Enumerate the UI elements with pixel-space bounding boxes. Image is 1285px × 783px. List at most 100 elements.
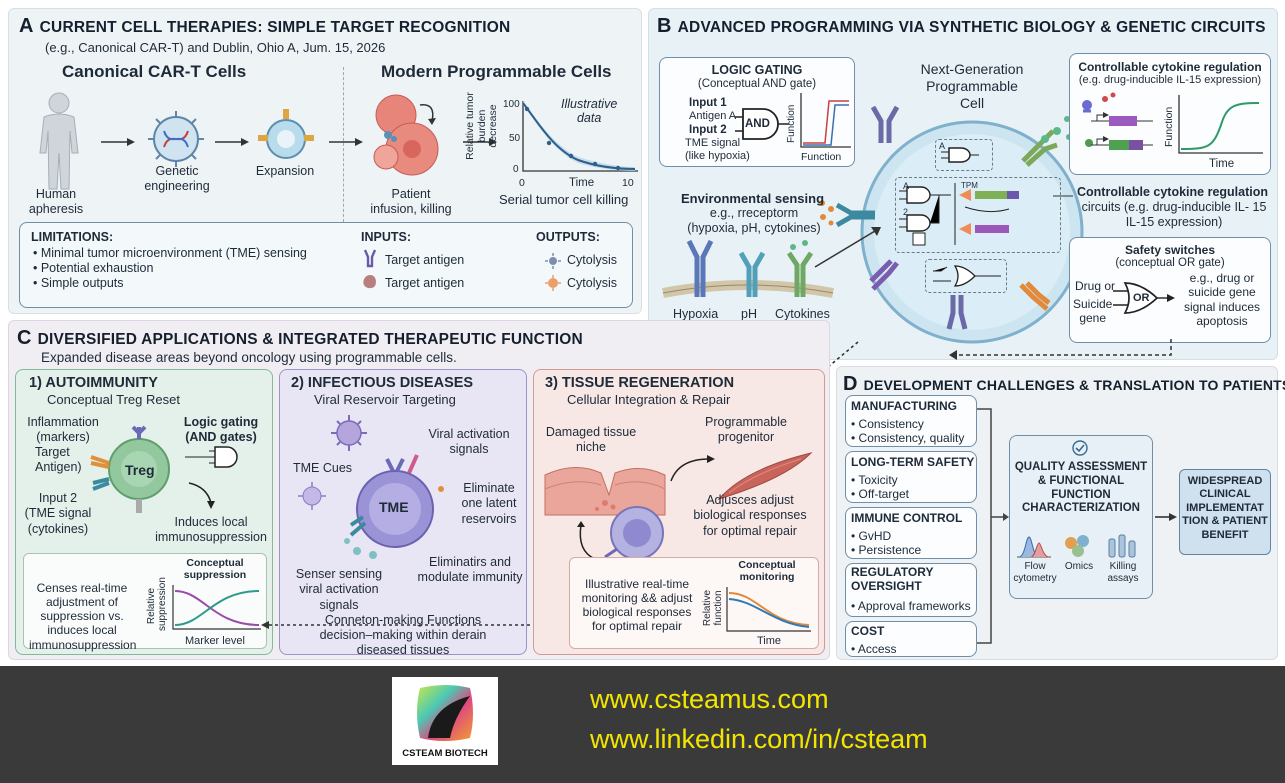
- limitations-box: [19, 222, 633, 308]
- cytolysis-icon-2: [545, 275, 561, 291]
- modern-heading: Modern Programmable Cells: [381, 62, 612, 81]
- logic-chart-xlabel: Function: [801, 151, 842, 163]
- or-gate-icon: [1113, 282, 1175, 314]
- logic-input2-sub: TME signal (like hypoxia): [685, 137, 750, 162]
- logic-subtitle: (Conceptual AND gate): [697, 78, 817, 90]
- auto-gate: Logic gating (AND gates): [183, 415, 259, 445]
- final-text: WIDESPREAD CLINICAL IMPLEMENTAT TION & P…: [1182, 475, 1268, 541]
- receptor-hypoxia: Hypoxia: [673, 307, 719, 321]
- divider: [343, 67, 344, 222]
- tissue-title: 3) TISSUE REGENERATION: [545, 375, 735, 391]
- circuit-diagram: [899, 183, 1019, 246]
- tissue-chart-xlabel: Time: [757, 635, 782, 647]
- killing-assays-icon: [1108, 534, 1136, 558]
- group-safety: [845, 451, 977, 503]
- env-subtitle: e.g., rreceptorm (hypoxia, pH, cytokines…: [687, 206, 821, 236]
- cytokine-box: [1069, 53, 1271, 175]
- step-expansion: Expansion: [255, 164, 315, 178]
- assay-flow: Flow cytometry: [1013, 561, 1057, 584]
- auto-induce-arrow: [188, 482, 215, 509]
- assay-omics: Omics: [1064, 561, 1094, 572]
- cell-or-box: [925, 259, 1007, 293]
- flow-cytometry-icon: [1017, 536, 1051, 558]
- tissue-inner-box: [569, 557, 819, 649]
- bracket-connector: [977, 408, 1009, 644]
- receptor-icon: [363, 249, 377, 268]
- tumor-burden-chart: [522, 101, 638, 172]
- canonical-heading: Canonical CAR-T Cells: [62, 62, 247, 81]
- cyto-subtitle: (e.g. drug-inducible IL-15 expression): [1078, 74, 1262, 86]
- car-t-cell-icon: [258, 109, 314, 159]
- auto-target: Target Antigen): [35, 445, 82, 475]
- arrow-1: [101, 138, 135, 146]
- safety-box: [1069, 237, 1271, 343]
- feedback-arrow: [949, 339, 1172, 360]
- step-apheresis: Human apheresis: [28, 187, 84, 217]
- safety-subtitle: (conceptual OR gate): [1115, 257, 1225, 269]
- treg-label: Treg: [125, 462, 155, 478]
- group-immune-item-2: • Persistence: [851, 543, 922, 557]
- infect-subtitle: Viral Reservoir Targeting: [314, 392, 456, 407]
- cytokine-response-chart: [1178, 95, 1263, 154]
- tissue-chart-title: Conceptual monitoring: [738, 559, 796, 584]
- cyto-chart-ylabel: Function: [1163, 106, 1175, 147]
- receptor-ph: pH: [741, 307, 757, 321]
- step-genetic: Genetic engineering: [144, 164, 210, 194]
- tissue-arrow: [670, 455, 715, 482]
- group-regulatory: [845, 563, 977, 617]
- output-cytolysis-2: Cytolysis: [567, 276, 618, 290]
- auto-input2: Input 2 (TME signal (cytokines): [24, 491, 92, 536]
- monitoring-chart: [726, 587, 811, 632]
- cyto2-subtitle: circuits (e.g. drug-inducible IL- 15 IL-…: [1081, 200, 1267, 229]
- inputs-title: INPUTS:: [361, 230, 411, 244]
- logic-input2: Input 2: [689, 124, 727, 136]
- tme-label: TME: [379, 499, 409, 515]
- footer-url-1[interactable]: www.csteamus.com: [590, 684, 829, 714]
- virus-small-icon: [298, 482, 326, 510]
- footer-url-2[interactable]: www.linkedin.com/in/csteam: [590, 724, 928, 754]
- panel-a-subtitle: (e.g., Canonical CAR-T) and Dublin, Ohio…: [45, 40, 386, 55]
- limitation-2: • Potential exhaustion: [33, 261, 154, 275]
- cell-gate-label-a2: A: [903, 181, 910, 191]
- cell-gate-top: [935, 139, 993, 171]
- suppression-chart: [172, 585, 261, 630]
- drug-inducible-icon: [1082, 92, 1153, 150]
- cell-title: Next-Generation Programmable Cell: [920, 61, 1024, 111]
- group-immune-item-1: • GvHD: [851, 529, 892, 543]
- cell-gate-label-a1: A: [939, 141, 946, 151]
- regen-arrow: [577, 521, 596, 560]
- virus-icon: [331, 415, 367, 451]
- progenitor-cell-icon: [604, 506, 664, 560]
- tissue-chart-ylabel: Relative function: [702, 589, 724, 627]
- auto-and-gate-icon: [185, 446, 238, 468]
- arrow-4: [463, 138, 497, 146]
- group-immune: [845, 507, 977, 559]
- tumor-chart-ytick-100: 100: [503, 99, 520, 110]
- limitations-title: LIMITATIONS:: [31, 230, 114, 244]
- tissue-adjust: Adjusces adjust biological responses for…: [693, 493, 807, 538]
- or-label: OR: [1133, 292, 1150, 304]
- logic-input1-sub: Antigen A: [689, 110, 737, 122]
- tumor-chart-xtick-0: 0: [519, 177, 525, 189]
- input-antigen-2: Target antigen: [385, 276, 465, 290]
- auto-censes: Censes real-time adjustment of suppressi…: [29, 581, 137, 652]
- group-cost-title: COST: [851, 624, 885, 638]
- auto-chart-title: Conceptual suppression: [183, 557, 247, 582]
- receptor-purple-icon: [870, 105, 900, 143]
- tme-cell-icon: [344, 454, 444, 559]
- hypoxia-receptor-icon: [686, 239, 714, 297]
- cyto-chart-xlabel: Time: [1209, 158, 1235, 170]
- auto-induces: Induces local immunosuppression: [155, 515, 267, 545]
- auto-chart-xlabel: Marker level: [185, 635, 245, 647]
- tissue-monitor: Illustrative real-time monitoring && adj…: [581, 577, 693, 634]
- group-manufacturing-item-2: • Consistency, quality: [851, 431, 965, 445]
- receptor-bottom-icon: [946, 295, 968, 330]
- and-gate-icon: [941, 147, 979, 163]
- group-manufacturing: [845, 395, 977, 447]
- receptor-purple2-icon: [869, 259, 899, 291]
- arrow-2: [215, 138, 249, 146]
